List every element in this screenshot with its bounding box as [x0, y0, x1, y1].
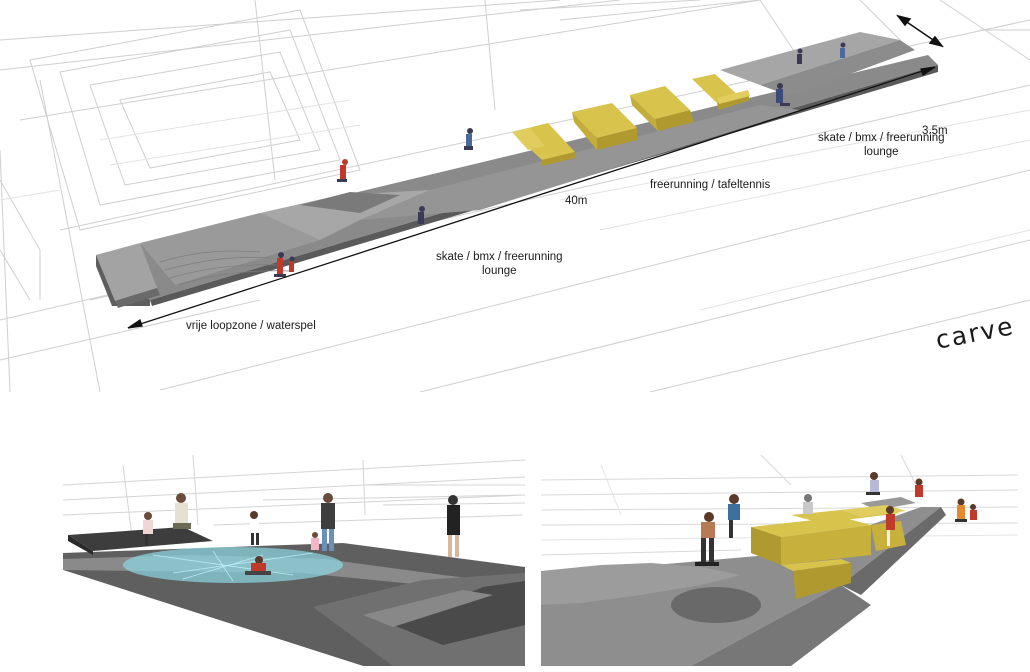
label-zone-west-line1: skate / bmx / freerunning — [436, 251, 563, 263]
waterplay-drawing — [63, 455, 525, 666]
skate-drawing — [541, 455, 1018, 666]
overview-drawing — [0, 0, 1030, 392]
yellow-benches — [512, 74, 750, 166]
people-figures — [274, 42, 846, 277]
ramp-front — [541, 563, 741, 605]
west-ledge — [96, 243, 157, 301]
label-zone-west: skate / bmx / freerunning lounge — [436, 250, 563, 278]
people-figures — [143, 493, 460, 575]
context-linework — [541, 455, 1018, 556]
label-length: 40m — [565, 195, 588, 207]
bench-block — [68, 527, 213, 551]
bank-east — [720, 32, 900, 85]
label-zone-walk: vrije loopzone / waterspel — [186, 320, 316, 332]
dimension-length-arrow — [127, 66, 936, 329]
label-zone-west-line2: lounge — [482, 265, 517, 277]
label-zone-east: skate / bmx / freerunning lounge — [818, 131, 945, 159]
context-linework — [0, 0, 1030, 392]
overview-axonometric: 3.5m 40m skate / bmx / freerunning loung… — [0, 0, 1030, 392]
label-zone-middle: freerunning / tafeltennis — [650, 179, 771, 191]
perspective-waterplay — [63, 455, 525, 666]
skate-strip — [96, 32, 938, 308]
label-zone-east-line2: lounge — [864, 146, 899, 158]
perspective-skate — [541, 455, 1018, 666]
bank-west — [140, 213, 320, 285]
label-zone-east-line1: skate / bmx / freerunning — [818, 132, 945, 144]
people-figures — [695, 472, 977, 566]
dimension-width-arrow — [896, 14, 944, 48]
water-glow — [123, 547, 343, 583]
label-width: 3.5m — [922, 125, 948, 137]
context-linework-light — [0, 99, 1030, 311]
yellow-benches — [751, 505, 906, 599]
